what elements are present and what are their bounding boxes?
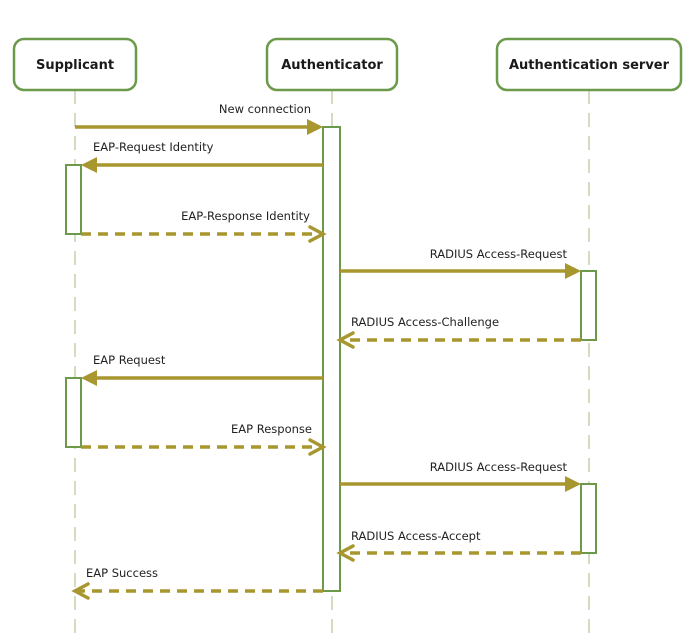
message-arrow-1 — [75, 119, 323, 135]
actor-authenticator: Authenticator — [265, 37, 399, 92]
message-arrow-4 — [340, 263, 581, 279]
message-arrow-3 — [81, 225, 327, 243]
filled-arrowhead-icon — [565, 263, 581, 279]
activation-supplicant-1 — [65, 164, 82, 235]
actor-supplicant: Supplicant — [12, 37, 138, 92]
open-arrowhead-icon — [71, 582, 90, 600]
activation-authenticator — [322, 126, 341, 592]
message-arrow-2 — [81, 157, 323, 173]
activation-server-2 — [580, 483, 597, 554]
open-arrowhead-icon — [308, 225, 327, 243]
message-label-eap-response: EAP Response — [231, 422, 312, 436]
message-label-eap-request: EAP Request — [93, 353, 166, 367]
actor-server: Authentication server — [495, 37, 683, 92]
message-arrow-8 — [340, 476, 581, 492]
filled-arrowhead-icon — [81, 370, 97, 386]
message-label-new-connection: New connection — [219, 102, 311, 116]
open-arrowhead-icon — [336, 544, 355, 562]
message-arrow-7 — [81, 438, 327, 456]
open-arrowhead-icon — [336, 331, 355, 349]
message-arrow-10 — [71, 582, 323, 600]
activation-supplicant-2 — [65, 377, 82, 448]
message-label-radius-access-challenge: RADIUS Access-Challenge — [351, 315, 499, 329]
message-label-eap-response-identity: EAP-Response Identity — [181, 209, 310, 223]
actor-label-authenticator: Authenticator — [281, 58, 383, 73]
activation-server-1 — [580, 270, 597, 341]
message-label-radius-access-accept: RADIUS Access-Accept — [351, 529, 481, 543]
filled-arrowhead-icon — [565, 476, 581, 492]
filled-arrowhead-icon — [81, 157, 97, 173]
message-arrow-9 — [336, 544, 581, 562]
message-label-eap-success: EAP Success — [86, 566, 158, 580]
open-arrowhead-icon — [308, 438, 327, 456]
message-arrow-6 — [81, 370, 323, 386]
filled-arrowhead-icon — [307, 119, 323, 135]
actor-label-server: Authentication server — [509, 58, 670, 73]
message-label-radius-access-request-1: RADIUS Access-Request — [430, 247, 568, 261]
message-label-radius-access-request-2: RADIUS Access-Request — [430, 460, 568, 474]
message-label-eap-request-identity: EAP-Request Identity — [93, 140, 214, 154]
message-arrow-5 — [336, 331, 581, 349]
actor-label-supplicant: Supplicant — [36, 58, 114, 73]
